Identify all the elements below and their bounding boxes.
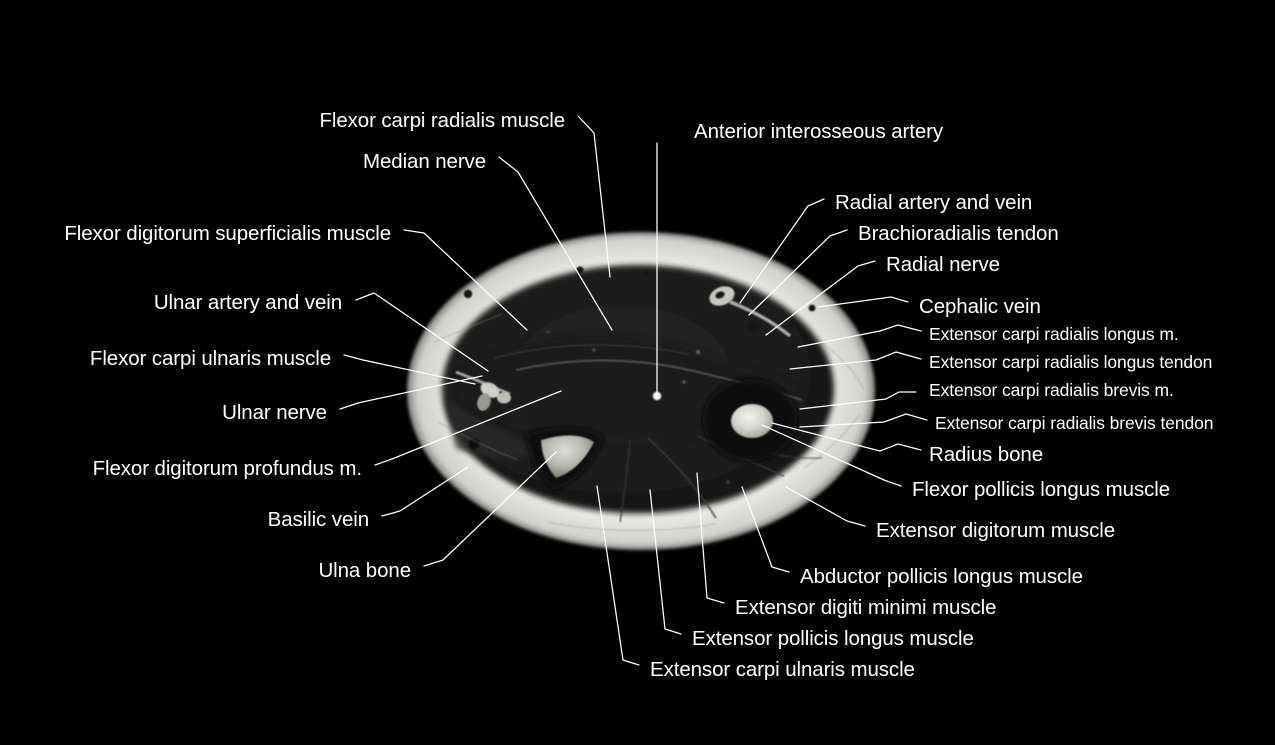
label-extensor-carpi-radialis-brevis-m: Extensor carpi radialis brevis m.: [929, 380, 1174, 400]
label-extensor-carpi-radialis-brevis-tendon: Extensor carpi radialis brevis tendon: [935, 413, 1214, 433]
label-ulnar-artery-and-vein: Ulnar artery and vein: [153, 291, 342, 314]
label-extensor-digiti-minimi-muscle: Extensor digiti minimi muscle: [735, 596, 997, 619]
label-abductor-pollicis-longus-muscle: Abductor pollicis longus muscle: [800, 565, 1083, 588]
label-extensor-pollicis-longus-muscle: Extensor pollicis longus muscle: [692, 627, 974, 650]
label-ulnar-nerve: Ulnar nerve: [222, 401, 327, 424]
label-anterior-interosseous-artery: Anterior interosseous artery: [694, 120, 944, 143]
label-radius-bone: Radius bone: [929, 443, 1044, 466]
label-cephalic-vein: Cephalic vein: [919, 295, 1041, 318]
label-flexor-digitorum-profundus-m: Flexor digitorum profundus m.: [92, 457, 363, 480]
label-extensor-carpi-radialis-longus-tendon: Extensor carpi radialis longus tendon: [929, 352, 1213, 372]
label-flexor-carpi-radialis-muscle: Flexor carpi radialis muscle: [319, 109, 565, 132]
label-flexor-digitorum-superficialis-muscle: Flexor digitorum superficialis muscle: [64, 222, 391, 245]
label-extensor-carpi-ulnaris-muscle: Extensor carpi ulnaris muscle: [650, 658, 915, 681]
label-basilic-vein: Basilic vein: [267, 508, 369, 531]
label-ulna-bone: Ulna bone: [318, 559, 411, 582]
label-radial-artery-and-vein: Radial artery and vein: [835, 191, 1033, 214]
label-radial-nerve: Radial nerve: [886, 253, 1000, 276]
label-flexor-pollicis-longus-muscle: Flexor pollicis longus muscle: [912, 478, 1171, 501]
forearm-mri-axial-image: [398, 222, 884, 560]
label-extensor-digitorum-muscle: Extensor digitorum muscle: [876, 519, 1116, 542]
label-flexor-carpi-ulnaris-muscle: Flexor carpi ulnaris muscle: [89, 347, 331, 370]
label-extensor-carpi-radialis-longus-m: Extensor carpi radialis longus m.: [929, 324, 1179, 344]
label-median-nerve: Median nerve: [362, 150, 486, 173]
label-brachioradialis-tendon: Brachioradialis tendon: [858, 222, 1059, 245]
